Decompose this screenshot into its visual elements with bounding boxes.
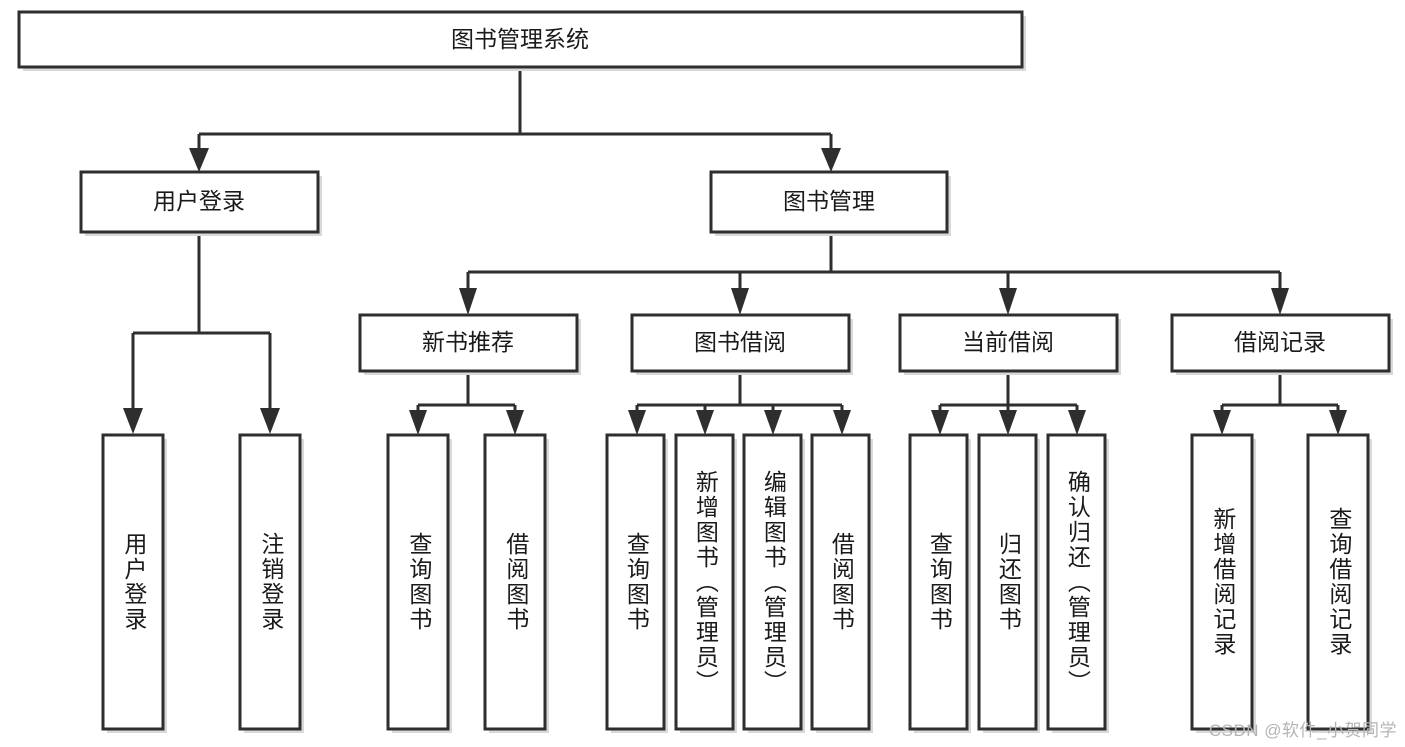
arrow-bm-to-l3-1	[459, 288, 477, 315]
leaf-logout-login-box[interactable]	[238, 433, 302, 731]
node-leaf-borrow-book-2[interactable]	[810, 433, 873, 733]
node-leaf-query-book-2[interactable]	[605, 433, 668, 733]
leaf-user-login-box[interactable]	[101, 433, 165, 731]
node-book-borrow[interactable]: 图书借阅	[630, 313, 853, 375]
node-book-borrow-label: 图书借阅	[694, 329, 786, 355]
arrow-currentborrow-leaf3	[1068, 410, 1086, 435]
arrow-root-to-bookmanage	[821, 148, 841, 172]
connector-layer	[123, 67, 1347, 435]
leaf-logout-login-label: 注销登录	[257, 532, 284, 632]
leaf-query-book-1-box[interactable]	[386, 433, 450, 731]
arrow-userlogin-leaf2	[260, 408, 280, 434]
arrow-borrowrecord-leaf1	[1213, 410, 1231, 435]
node-root-label: 图书管理系统	[451, 26, 589, 52]
leaf-return-book-label: 归还图书	[995, 532, 1022, 632]
node-user-login-box[interactable]	[79, 170, 320, 234]
leaf-confirm-return-box[interactable]	[1046, 433, 1107, 731]
node-leaf-logout-login[interactable]	[238, 433, 304, 733]
leaf-add-book-label: 新增图书（管理员）	[692, 469, 719, 695]
arrow-bm-to-l3-4	[1271, 288, 1289, 315]
node-leaf-edit-book[interactable]	[742, 433, 805, 733]
node-current-borrow-label: 当前借阅	[962, 329, 1054, 355]
csdn-watermark: CSDN @软件_小贺同学	[1208, 721, 1397, 740]
node-new-book-recommend-box[interactable]	[358, 313, 579, 373]
node-borrow-record[interactable]: 借阅记录	[1170, 313, 1393, 375]
leaf-borrow-book-2-box[interactable]	[810, 433, 871, 731]
node-user-login-label: 用户登录	[153, 188, 245, 214]
leaf-query-book-3-box[interactable]	[908, 433, 969, 731]
node-leaf-borrow-book-1[interactable]	[483, 433, 549, 733]
node-leaf-query-record[interactable]	[1306, 433, 1372, 733]
leaf-confirm-return-label: 确认归还（管理员）	[1064, 469, 1091, 695]
leaf-query-book-3-label: 查询图书	[926, 532, 953, 632]
node-current-borrow-box[interactable]	[898, 313, 1119, 373]
leaf-add-record-box[interactable]	[1190, 433, 1254, 731]
leaf-query-book-1-label: 查询图书	[405, 532, 432, 632]
leaf-add-book-box[interactable]	[674, 433, 735, 731]
node-leaf-query-book-1[interactable]	[386, 433, 452, 733]
node-current-borrow[interactable]: 当前借阅	[898, 313, 1121, 375]
node-root[interactable]: 图书管理系统	[17, 10, 1026, 71]
node-borrow-record-label: 借阅记录	[1234, 329, 1326, 355]
arrow-userlogin-leaf1	[123, 408, 143, 434]
arrow-currentborrow-leaf2	[999, 410, 1017, 435]
leaf-query-book-2-label: 查询图书	[623, 532, 650, 632]
leaf-return-book-box[interactable]	[977, 433, 1038, 731]
arrow-bm-to-l3-2	[731, 288, 749, 315]
node-leaf-query-book-3[interactable]	[908, 433, 971, 733]
arrow-root-to-userlogin	[189, 148, 209, 172]
leaf-add-record-label: 新增借阅记录	[1209, 507, 1236, 657]
arrow-currentborrow-leaf1	[931, 410, 949, 435]
leaf-borrow-book-1-box[interactable]	[483, 433, 547, 731]
arrow-newbook-leaf1	[409, 410, 427, 435]
node-book-manage-box[interactable]	[709, 170, 949, 234]
node-leaf-add-book[interactable]	[674, 433, 737, 733]
node-borrow-record-box[interactable]	[1170, 313, 1391, 373]
node-leaf-user-login[interactable]	[101, 433, 167, 733]
arrow-newbook-leaf2	[506, 410, 524, 435]
node-leaf-add-record[interactable]	[1190, 433, 1256, 733]
leaf-edit-book-box[interactable]	[742, 433, 803, 731]
leaf-borrow-book-2-label: 借阅图书	[828, 532, 855, 632]
arrow-bookborrow-leaf2	[696, 410, 714, 435]
arrow-bookborrow-leaf1	[628, 410, 646, 435]
leaf-query-record-label: 查询借阅记录	[1325, 507, 1352, 657]
node-leaf-confirm-return[interactable]	[1046, 433, 1109, 733]
node-new-book-recommend[interactable]: 新书推荐	[358, 313, 581, 375]
leaf-query-record-box[interactable]	[1306, 433, 1370, 731]
leaf-edit-book-label: 编辑图书（管理员）	[760, 469, 787, 695]
node-book-manage-label: 图书管理	[783, 188, 875, 214]
node-root-box[interactable]	[17, 10, 1024, 69]
arrow-bm-to-l3-3	[999, 288, 1017, 315]
node-leaf-return-book[interactable]	[977, 433, 1040, 733]
leaf-user-login-label: 用户登录	[120, 532, 147, 632]
arrow-borrowrecord-leaf2	[1329, 410, 1347, 435]
node-user-login[interactable]: 用户登录	[79, 170, 322, 236]
node-book-borrow-box[interactable]	[630, 313, 851, 373]
arrow-bookborrow-leaf3	[764, 410, 782, 435]
node-new-book-recommend-label: 新书推荐	[422, 329, 514, 355]
node-book-manage[interactable]: 图书管理	[709, 170, 951, 236]
leaf-query-book-2-box[interactable]	[605, 433, 666, 731]
arrow-bookborrow-leaf4	[833, 410, 851, 435]
leaf-borrow-book-1-label: 借阅图书	[502, 532, 529, 632]
node-layer: 图书管理系统 用户登录 图书管理 新书推荐	[17, 10, 1393, 733]
